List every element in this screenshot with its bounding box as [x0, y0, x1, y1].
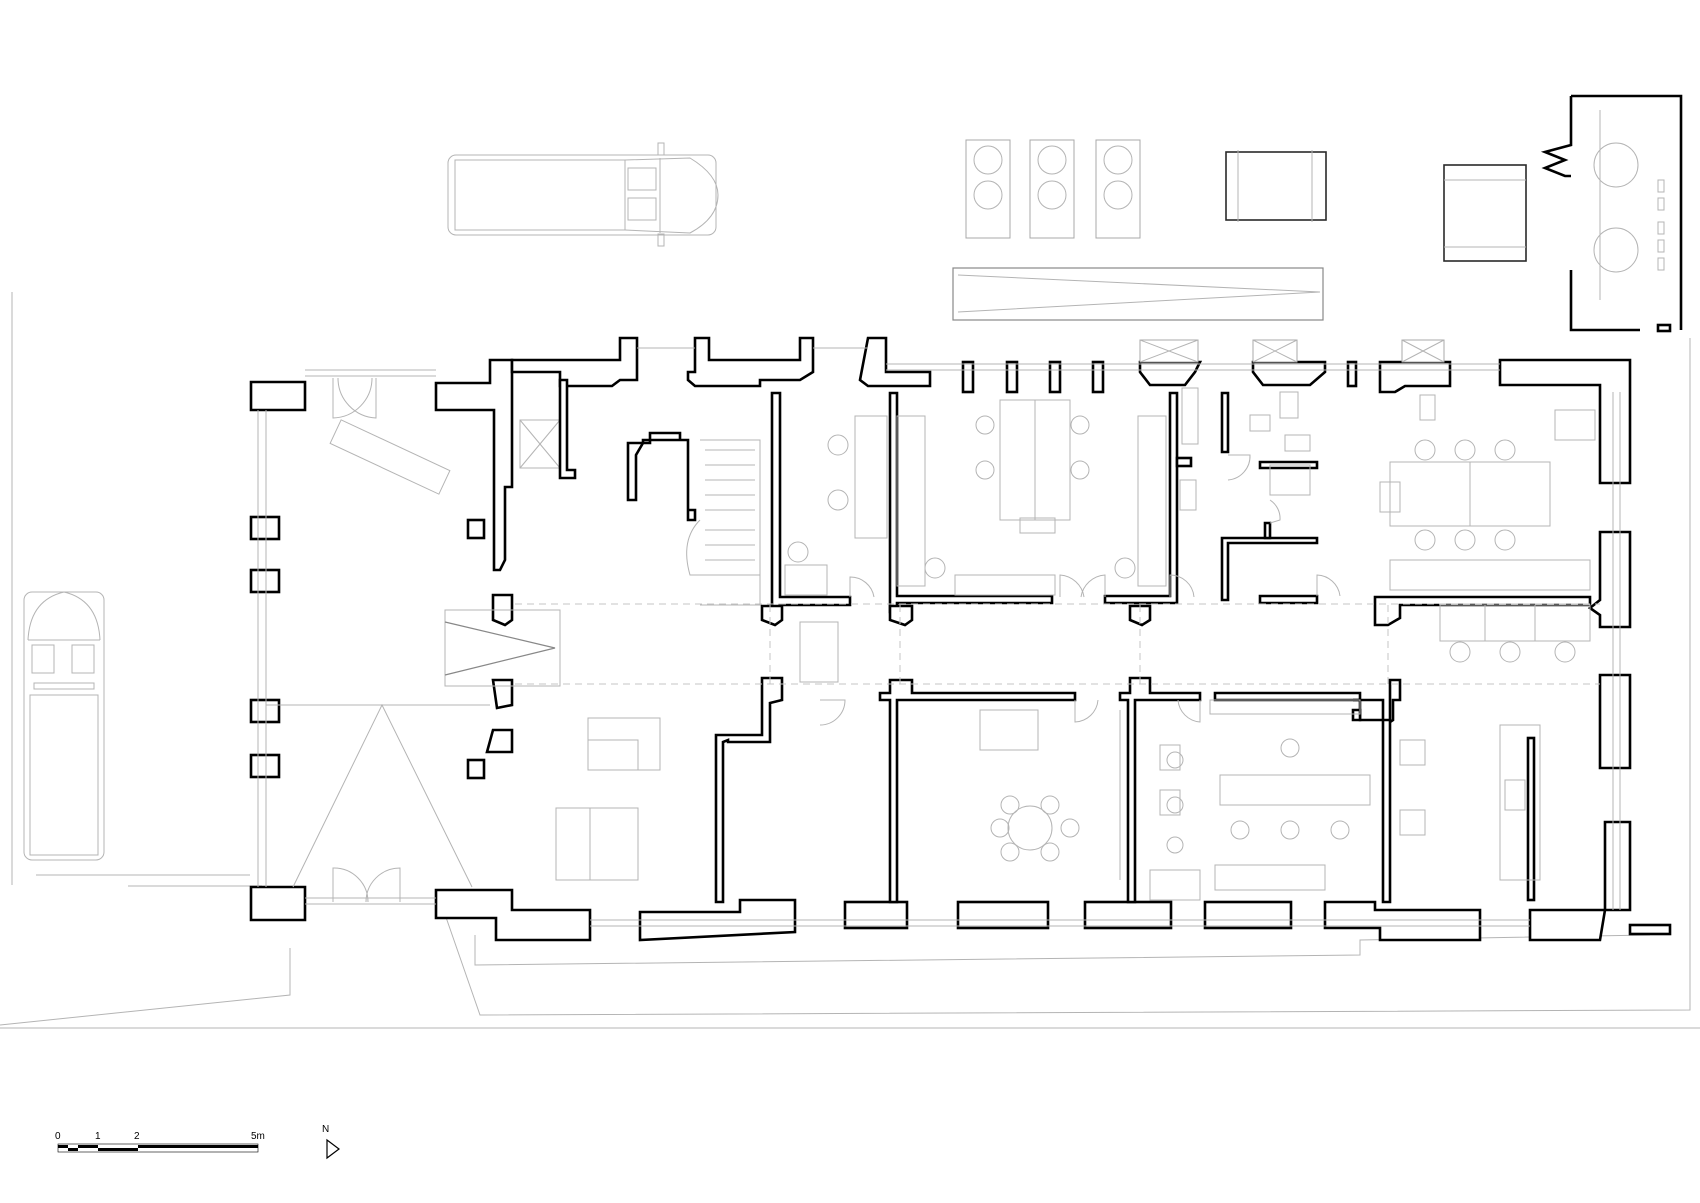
north-arrow-icon: N	[322, 1124, 340, 1160]
stair-icon	[519, 378, 839, 683]
office-furniture-east	[1399, 724, 1541, 881]
door-swing-icon	[332, 377, 1341, 903]
office-furniture	[784, 399, 1167, 596]
ev-charging-points	[1657, 179, 1665, 271]
scale-bar: 0 1 2 5m	[55, 1131, 265, 1153]
scale-tick-0: 0	[55, 1131, 61, 1142]
meeting-table	[1379, 394, 1596, 591]
meeting-room-furniture	[979, 709, 1121, 880]
lounge-furniture	[555, 717, 661, 881]
ramp	[952, 267, 1324, 321]
workstations	[1439, 604, 1591, 663]
kitchen-furniture	[1149, 699, 1371, 901]
building-walls	[249, 336, 1672, 942]
van-icon	[23, 591, 105, 861]
windows	[257, 339, 1621, 927]
toilet-icon	[1179, 387, 1311, 511]
entrance-stair-icon	[266, 419, 561, 888]
van-icon	[447, 142, 719, 247]
parked-equipment	[965, 139, 1527, 262]
scale-tick-5m: 5m	[251, 1131, 265, 1142]
north-label: N	[322, 1124, 329, 1135]
site-boundary	[0, 292, 1700, 1029]
annex-structure	[1540, 94, 1683, 333]
corridor-beams	[515, 603, 1600, 685]
scale-tick-1: 1	[95, 1131, 101, 1142]
scale-tick-2: 2	[134, 1131, 140, 1142]
